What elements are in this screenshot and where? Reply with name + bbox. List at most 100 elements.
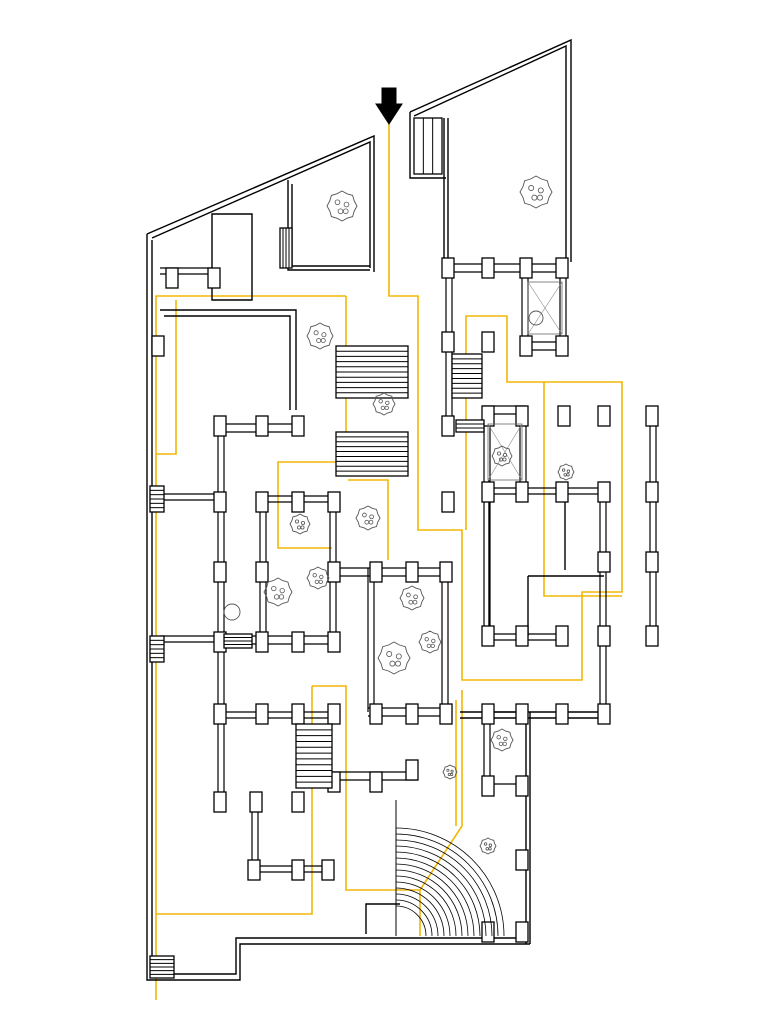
tree-symbol [442,764,458,780]
column [481,331,495,353]
wall-line [160,309,297,410]
wall-line [409,112,446,179]
court-outline [527,281,563,335]
column [405,759,419,781]
column [481,703,495,725]
tree-trunk [378,399,383,404]
column [291,703,305,725]
column [645,405,659,427]
tree-symbol [355,505,381,531]
tree-symbol [289,513,311,535]
tree-trunk [369,514,374,520]
amphitheater-tier [395,839,493,937]
tree-symbol [326,190,358,222]
column [213,703,227,725]
amphitheater-tier [395,881,451,937]
tree-trunk [318,579,323,585]
column [597,405,611,427]
walls [146,38,657,981]
column [165,267,179,289]
tree-canopy [442,764,458,780]
tree-symbol [557,463,575,481]
column [441,491,455,513]
columns [151,257,659,943]
tree-trunk [343,201,350,208]
tree-trunk [314,579,320,585]
down-arrow-icon [375,87,403,125]
column [255,491,269,513]
amphitheater-tier [395,857,475,937]
column [439,561,453,583]
tree-trunk [319,574,324,580]
trees [223,175,575,855]
court-void [527,281,563,335]
tree-trunk [498,741,504,747]
circulation-path [155,122,623,1000]
wall-line [151,140,371,268]
amphitheater-tier [395,893,439,937]
tree-trunk [566,473,570,477]
tree-canopy [306,322,334,350]
column [291,631,305,653]
stair-flight-right [451,353,483,399]
column [369,771,383,793]
tree-trunk [368,519,374,525]
column [597,551,611,573]
column [207,267,221,289]
column [515,921,529,943]
amphitheater-tier [395,869,463,937]
column [557,405,571,427]
planter-circle [223,603,241,621]
tree-trunk [320,338,326,344]
stair-small-1 [149,485,165,513]
column [645,481,659,503]
court-diagonal [527,281,563,335]
column [249,791,263,813]
amphitheater-tier [395,863,469,937]
tree-trunk [488,847,492,851]
court-outline [487,423,523,481]
courts [487,281,563,481]
tree-trunk [502,452,507,457]
wall-line [151,240,526,975]
stair-outline [413,117,443,175]
amphitheater-tier [395,875,457,937]
stair-flight-upper [335,345,409,399]
tree-symbol [519,175,553,209]
tree-trunk [563,473,567,477]
tree-trunk [384,405,389,411]
tree-trunk [312,573,317,578]
column [291,859,305,881]
column [213,491,227,513]
column [291,415,305,437]
tree-canopy [326,190,358,222]
tree-canopy [491,445,513,467]
column [555,703,569,725]
column [291,491,305,513]
path-segment [388,122,623,681]
tree-trunk [485,847,489,851]
tree-trunk [279,587,285,594]
column [439,703,453,725]
tree-trunk [502,741,507,747]
stair-small-bottom [149,955,175,979]
tree-trunk [408,599,414,605]
tree-canopy [418,630,442,654]
column [441,331,455,353]
planter-circle [528,310,544,326]
column [291,791,305,813]
tree-trunk [447,772,451,776]
court-diagonal [487,423,523,481]
tree-trunk [334,199,341,206]
column [481,775,495,797]
stair-outline [455,419,485,433]
tree-trunk [337,208,344,215]
amphitheater [395,800,505,937]
amphitheater-tier [395,827,505,937]
tree-trunk [528,185,535,191]
tree-canopy [479,837,497,855]
amphitheater-tier [395,845,487,937]
amphitheater-tier [395,833,499,937]
column [321,859,335,881]
